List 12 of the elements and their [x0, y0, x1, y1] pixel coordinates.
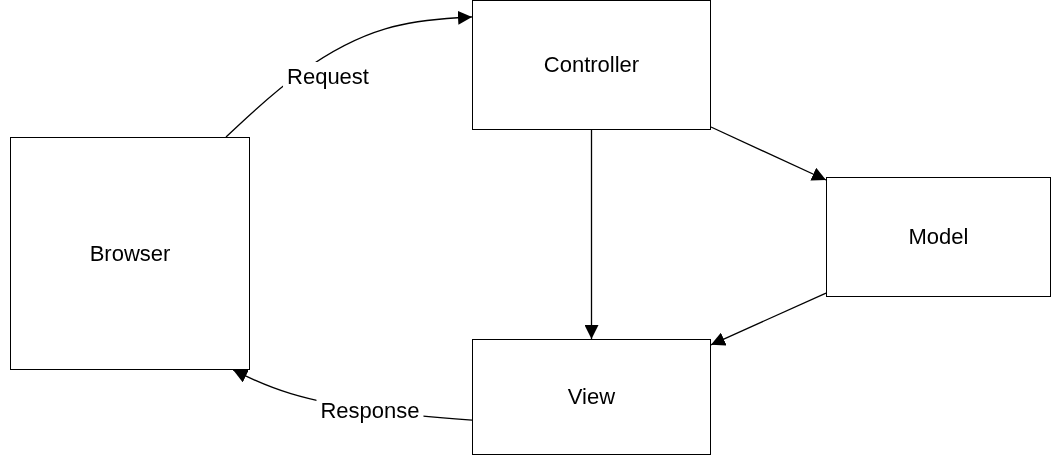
process-box [826, 177, 1051, 297]
process-box [472, 0, 711, 130]
process-box [472, 339, 711, 455]
node-label: Controller [543, 52, 640, 78]
arrow [710, 126, 827, 181]
edge-label: Response [316, 396, 424, 426]
node-label: View [567, 384, 616, 410]
node-label: Model [908, 224, 969, 250]
arrow [584, 129, 599, 340]
arrow [710, 292, 827, 346]
node-label: Browser [89, 240, 171, 267]
process-box [10, 137, 250, 370]
